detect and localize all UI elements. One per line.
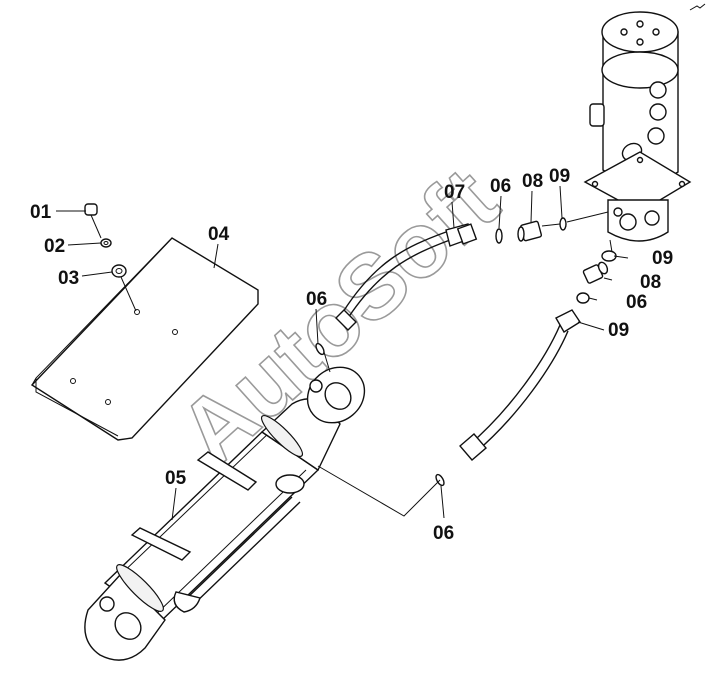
washer-large: [111, 264, 127, 278]
callout-09-seal: 09: [652, 248, 673, 269]
hose-upper: [335, 223, 478, 331]
o-ring-lower: [576, 292, 590, 304]
callout-06-upper: 06: [490, 176, 511, 197]
callout-03: 03: [58, 268, 79, 289]
washer-small: [100, 238, 112, 248]
hydraulic-cylinder: [84, 366, 366, 661]
bolt: [84, 203, 102, 239]
fitting-upper: [517, 220, 543, 242]
leader-lines: [56, 185, 629, 521]
o-ring-upper: [495, 228, 503, 244]
callout-01: 01: [30, 202, 52, 223]
cover-plate: [30, 237, 259, 441]
hose-lower: [459, 309, 581, 461]
callout-08-lower: 08: [640, 272, 661, 293]
callout-08-upper: 08: [522, 171, 543, 192]
callout-06-hose-end: 06: [433, 523, 454, 544]
callout-04: 04: [208, 224, 230, 245]
seal-lower: [601, 250, 617, 262]
o-ring-cylinder-port: [315, 342, 325, 356]
fitting-lower: [582, 261, 609, 284]
callout-06-cylinder: 06: [306, 289, 327, 310]
swivel-joint: [583, 11, 692, 242]
seal-upper: [559, 217, 567, 231]
callout-06-lower: 06: [626, 292, 647, 313]
callout-07: 07: [444, 182, 465, 203]
callout-09-hose: 09: [608, 320, 629, 341]
callout-09-upper: 09: [549, 166, 570, 187]
callout-02: 02: [44, 236, 65, 257]
callout-05: 05: [165, 468, 187, 489]
